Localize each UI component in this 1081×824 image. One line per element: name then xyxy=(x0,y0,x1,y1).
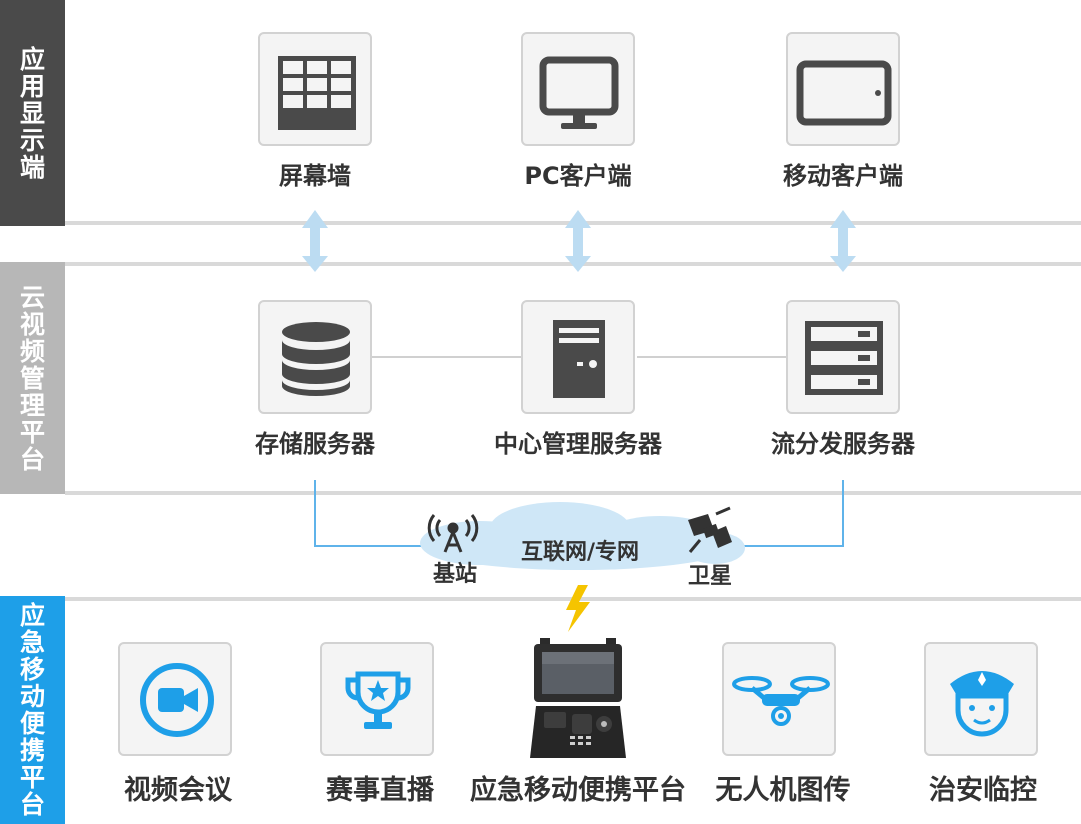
layer-label-char: 管 xyxy=(19,363,45,393)
layer-label-char: 应 xyxy=(19,44,45,74)
storage-server-node xyxy=(258,300,372,414)
satellite-icon xyxy=(688,506,732,553)
monitor-icon xyxy=(539,56,619,129)
layer-label-char: 便 xyxy=(19,709,45,738)
cloud-shape xyxy=(420,502,745,570)
video-wall-icon xyxy=(278,56,356,130)
storage-server-label: 存储服务器 xyxy=(255,430,375,458)
video-camera-icon xyxy=(140,663,214,737)
video-wall-label: 屏幕墙 xyxy=(279,162,351,190)
event-broadcast-label: 赛事直播 xyxy=(326,775,434,806)
base-station-icon xyxy=(427,514,479,553)
base-station-label: 基站 xyxy=(432,562,478,587)
layer-label-char: 平 xyxy=(19,763,45,792)
double-arrow-icon xyxy=(302,210,328,272)
video-wall-node xyxy=(258,32,372,146)
drone-icon xyxy=(732,676,830,726)
layer-label-char: 用 xyxy=(19,71,45,101)
satellite-label: 卫星 xyxy=(687,564,733,589)
central-server-label: 中心管理服务器 xyxy=(494,430,662,458)
double-arrow-icon xyxy=(830,210,856,272)
pc-client-node xyxy=(521,32,635,146)
layer-label-char: 视 xyxy=(19,309,45,339)
layer-label-char: 台 xyxy=(19,444,45,474)
stream-server-node xyxy=(786,300,900,414)
lightning-bolt-icon xyxy=(566,585,590,632)
video-conference-node xyxy=(118,642,232,756)
trophy-icon xyxy=(345,671,411,729)
band-divider xyxy=(65,491,1081,495)
tablet-icon xyxy=(796,60,892,126)
layer-label-app-display: 应 用 显 示 端 xyxy=(0,0,65,226)
drone-transmission-label: 无人机图传 xyxy=(715,775,851,806)
layer-label-char: 携 xyxy=(19,736,45,765)
layer-label-char: 平 xyxy=(19,417,45,447)
police-officer-icon xyxy=(950,671,1014,737)
layer-label-char: 端 xyxy=(19,152,45,182)
mobile-client-label: 移动客户端 xyxy=(783,162,903,190)
double-arrow-icon xyxy=(565,210,591,272)
central-server-node xyxy=(521,300,635,414)
layer-label-char: 台 xyxy=(19,790,45,819)
layer-label-cloud-platform: 云 视 频 管 理 平 台 xyxy=(0,262,65,494)
network-wire-left xyxy=(314,480,440,547)
video-conference-label: 视频会议 xyxy=(124,775,232,806)
database-icon xyxy=(282,322,350,396)
layer-label-char: 急 xyxy=(19,628,45,657)
network-wire-right xyxy=(720,480,844,547)
layer-label-char: 云 xyxy=(19,282,45,312)
server-rack-icon xyxy=(805,321,883,395)
layer-label-char: 示 xyxy=(19,125,45,155)
pc-client-label: PC客户端 xyxy=(524,162,632,190)
server-tower-icon xyxy=(553,320,605,398)
layer-label-char: 动 xyxy=(19,682,45,711)
public-security-node xyxy=(924,642,1038,756)
layer-label-char: 显 xyxy=(19,98,45,128)
portable-case-device-icon xyxy=(530,638,626,758)
portable-platform-label: 应急移动便携平台 xyxy=(470,775,686,806)
layer-label-char: 应 xyxy=(19,601,45,630)
drone-transmission-node xyxy=(722,642,836,756)
event-broadcast-node xyxy=(320,642,434,756)
public-security-label: 治安临控 xyxy=(929,775,1037,806)
stream-server-label: 流分发服务器 xyxy=(771,430,915,458)
layer-label-char: 移 xyxy=(19,655,45,684)
layer-label-char: 频 xyxy=(19,336,45,366)
network-label: 互联网/专网 xyxy=(520,540,640,565)
mobile-client-node xyxy=(786,32,900,146)
layer-label-emergency-platform: 应 急 移 动 便 携 平 台 xyxy=(0,596,65,824)
layer-label-char: 理 xyxy=(19,390,45,420)
